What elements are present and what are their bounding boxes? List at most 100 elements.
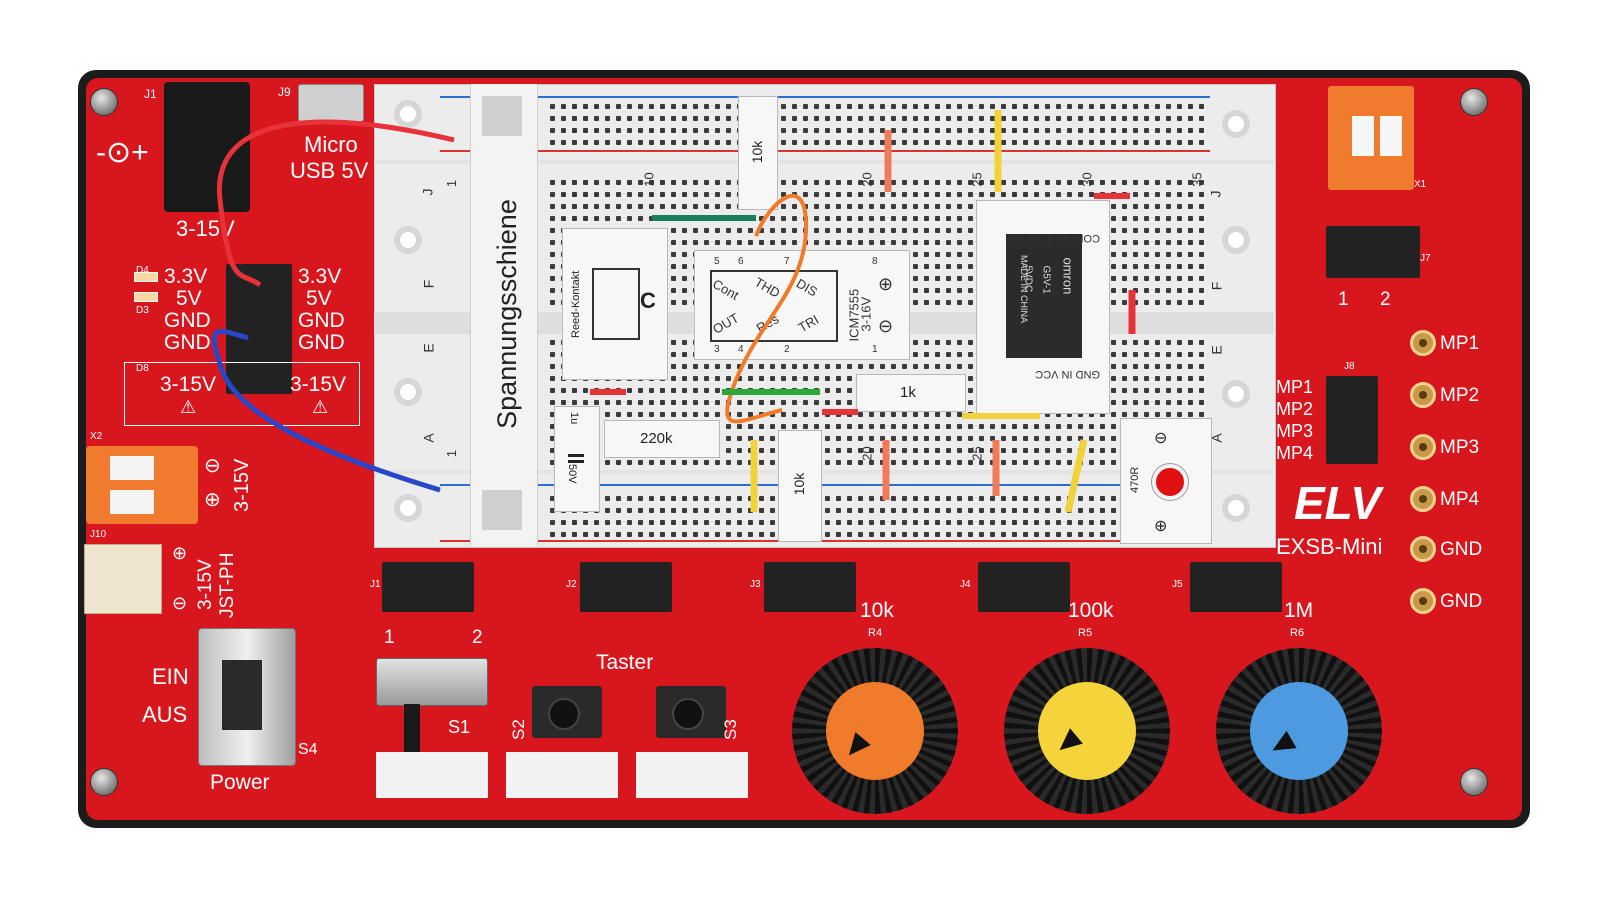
- breadboard-hole: [1166, 364, 1171, 369]
- breadboard-hole: [1177, 240, 1182, 245]
- knob-cap[interactable]: [1250, 682, 1348, 780]
- breadboard-hole: [682, 532, 687, 537]
- breadboard-hole: [902, 180, 907, 185]
- breadboard-hole: [1199, 104, 1204, 109]
- slide-switch-lever[interactable]: [404, 704, 420, 762]
- button-cap[interactable]: [548, 698, 580, 730]
- test-point-mp4[interactable]: [1410, 486, 1436, 512]
- breadboard-hole: [803, 400, 808, 405]
- breadboard-hole: [946, 240, 951, 245]
- breadboard-hole: [1133, 116, 1138, 121]
- breadboard-hole: [858, 448, 863, 453]
- breadboard-hole: [913, 340, 918, 345]
- breadboard-hole: [968, 276, 973, 281]
- breadboard-hole: [561, 204, 566, 209]
- breadboard-hole: [671, 508, 676, 513]
- test-point-gnd[interactable]: [1410, 536, 1436, 562]
- test-point-mp1[interactable]: [1410, 330, 1436, 356]
- resistor-220k[interactable]: [604, 420, 720, 458]
- breadboard-hole: [638, 104, 643, 109]
- breadboard-hole: [1067, 520, 1072, 525]
- breadboard-hole: [968, 180, 973, 185]
- terminal-lever[interactable]: [110, 456, 154, 480]
- j2-header[interactable]: [580, 562, 672, 612]
- breadboard-hole: [1023, 508, 1028, 513]
- test-point-mp2[interactable]: [1410, 382, 1436, 408]
- breadboard-hole: [1045, 424, 1050, 429]
- j8-header[interactable]: [1326, 376, 1378, 464]
- breadboard-hole: [682, 460, 687, 465]
- jst-connector[interactable]: [84, 544, 162, 614]
- rail-left-2: GND: [164, 309, 211, 332]
- breadboard-hole: [979, 424, 984, 429]
- resistor-10k-top[interactable]: [738, 96, 778, 210]
- breadboard-hole: [770, 532, 775, 537]
- slide-switch-s1[interactable]: [376, 658, 488, 706]
- knob-cap[interactable]: [826, 682, 924, 780]
- j1-bottom-header[interactable]: [382, 562, 474, 612]
- breadboard-hole: [638, 140, 643, 145]
- dip-switch-2[interactable]: [1380, 116, 1402, 156]
- ic-pin-bottom: 2: [784, 344, 790, 355]
- breadboard-hole: [1199, 116, 1204, 121]
- breadboard-hole: [825, 508, 830, 513]
- breadboard-hole: [770, 460, 775, 465]
- j8-label: J8: [1344, 361, 1355, 372]
- breadboard-hole: [737, 448, 742, 453]
- s1-label: S1: [448, 717, 471, 737]
- breadboard-hole: [1133, 192, 1138, 197]
- breadboard-hole: [1166, 376, 1171, 381]
- breadboard-hole: [891, 496, 896, 501]
- breadboard-hole: [550, 216, 555, 221]
- breadboard-hole: [880, 364, 885, 369]
- button-cap[interactable]: [672, 698, 704, 730]
- breadboard-hole: [913, 436, 918, 441]
- breadboard-hole: [1012, 496, 1017, 501]
- breadboard-hole: [649, 204, 654, 209]
- test-point-mp3[interactable]: [1410, 434, 1436, 460]
- rail-right-3: GND: [298, 331, 345, 354]
- label-field: [506, 752, 618, 798]
- terminal-lever[interactable]: [110, 490, 154, 514]
- test-point-gnd[interactable]: [1410, 588, 1436, 614]
- breadboard-hole: [649, 140, 654, 145]
- j5-header[interactable]: [1190, 562, 1282, 612]
- breadboard-hole: [715, 192, 720, 197]
- breadboard-hole: [1166, 104, 1171, 109]
- breadboard-hole: [880, 532, 885, 537]
- j3-header[interactable]: [764, 562, 856, 612]
- breadboard-hole: [1144, 364, 1149, 369]
- breadboard-hole: [1001, 460, 1006, 465]
- breadboard-hole: [935, 340, 940, 345]
- breadboard-hole: [715, 128, 720, 133]
- capacitor-module[interactable]: [554, 406, 600, 512]
- breadboard-hole: [1177, 180, 1182, 185]
- breadboard-hole: [979, 496, 984, 501]
- knob-cap[interactable]: [1038, 682, 1136, 780]
- breadboard-hole: [1177, 116, 1182, 121]
- power-switch-slider[interactable]: [222, 660, 262, 730]
- breadboard-hole: [726, 128, 731, 133]
- breadboard-hole: [847, 216, 852, 221]
- breadboard-hole: [1166, 216, 1171, 221]
- resistor-1k[interactable]: [856, 374, 966, 412]
- breadboard-hole: [726, 140, 731, 145]
- breadboard-hole: [682, 264, 687, 269]
- j4-header[interactable]: [978, 562, 1070, 612]
- breadboard-hole: [814, 216, 819, 221]
- breadboard-hole: [1166, 240, 1171, 245]
- breadboard-hole: [594, 104, 599, 109]
- power-rail-module[interactable]: [470, 84, 538, 546]
- reed-contact-module[interactable]: [562, 228, 668, 380]
- breadboard-hole: [660, 192, 665, 197]
- led-module[interactable]: [1120, 418, 1212, 544]
- resistor-10k-bottom[interactable]: [778, 430, 822, 542]
- breadboard-hole: [638, 520, 643, 525]
- dip-switch-1[interactable]: [1352, 116, 1374, 156]
- breadboard-hole: [1111, 448, 1116, 453]
- breadboard-hole: [946, 364, 951, 369]
- j7-header[interactable]: [1326, 226, 1420, 278]
- breadboard-hole: [1111, 400, 1116, 405]
- breadboard-hole: [638, 460, 643, 465]
- breadboard-hole: [946, 520, 951, 525]
